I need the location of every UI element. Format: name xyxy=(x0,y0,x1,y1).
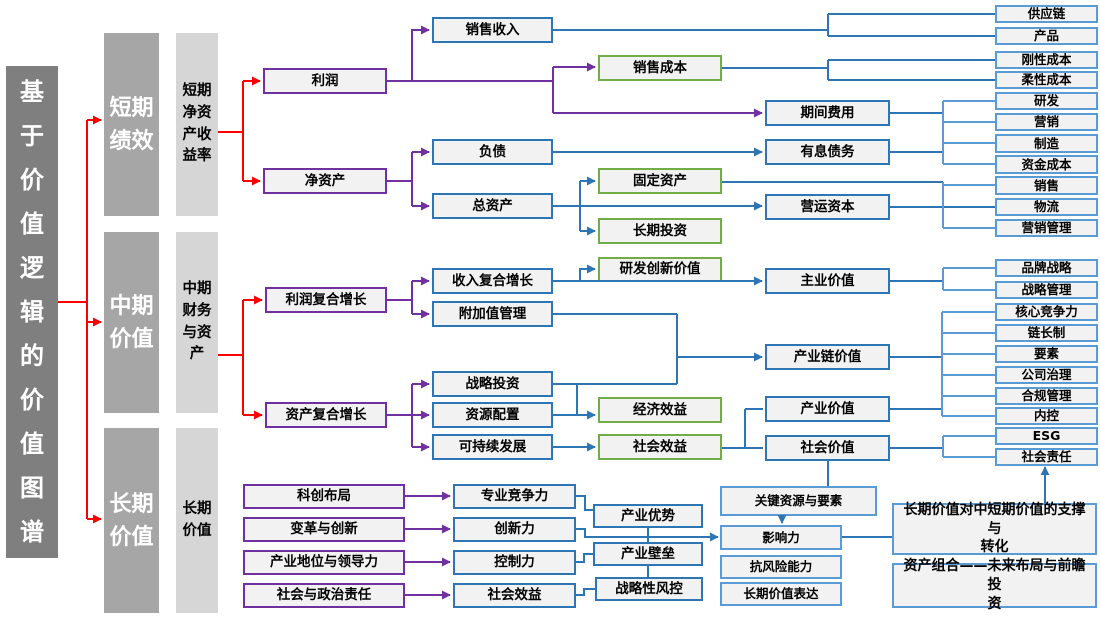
node-branch-long-term: 长期 价值 xyxy=(104,428,159,613)
node-asset-compound-growth: 资产复合增长 xyxy=(265,402,387,428)
node-period-expenses: 期间费用 xyxy=(765,100,890,126)
node-fixed-assets: 固定资产 xyxy=(598,168,722,194)
node-risk-resistance: 抗风险能力 xyxy=(720,555,842,579)
node-cost-of-sales: 销售成本 xyxy=(598,55,722,81)
connector-blue xyxy=(576,588,595,596)
node-net-assets: 净资产 xyxy=(263,168,387,194)
node-flexible-cost: 柔性成本 xyxy=(995,71,1098,89)
node-social-benefit: 社会效益 xyxy=(598,434,722,460)
connector-blue xyxy=(579,264,596,281)
node-chain-chief-system: 链长制 xyxy=(995,324,1098,342)
node-rnd-innovation-value: 研发创新价值 xyxy=(598,257,722,282)
node-long-term-investment: 长期投资 xyxy=(598,218,722,244)
node-sub-short-term: 短期 净资 产收 益率 xyxy=(176,33,218,216)
node-interest-bearing-debt: 有息债务 xyxy=(765,139,890,165)
node-working-capital: 营运资本 xyxy=(765,194,890,220)
node-innovation-capability: 创新力 xyxy=(453,517,576,542)
node-total-assets: 总资产 xyxy=(432,193,553,219)
node-compliance-mgmt: 合规管理 xyxy=(995,387,1098,405)
node-internal-control: 内控 xyxy=(995,407,1098,425)
node-branch-mid-term: 中期 价值 xyxy=(104,232,159,413)
node-strategic-investment: 战略投资 xyxy=(432,371,553,397)
node-industry-barrier: 产业壁垒 xyxy=(593,542,703,566)
node-brand-strategy: 品牌战略 xyxy=(995,259,1098,277)
node-industry-position-leadership: 产业地位与领导力 xyxy=(243,550,405,575)
node-professional-competitiveness: 专业竞争力 xyxy=(453,484,576,509)
node-profit: 利润 xyxy=(263,68,387,94)
node-social-value: 社会价值 xyxy=(765,435,890,461)
node-revenue-compound-growth: 收入复合增长 xyxy=(432,268,553,294)
node-economic-benefit: 经济效益 xyxy=(598,397,722,423)
connector-blue xyxy=(576,495,593,511)
node-core-competitiveness: 核心竞争力 xyxy=(995,303,1098,321)
node-main-business-value: 主业价值 xyxy=(765,268,890,294)
node-factors: 要素 xyxy=(995,345,1098,363)
node-industry-chain-value: 产业链价值 xyxy=(765,344,890,370)
node-sales-revenue: 销售收入 xyxy=(432,17,553,43)
node-product: 产品 xyxy=(995,27,1098,45)
node-social-political-responsibility: 社会与政治责任 xyxy=(243,583,405,608)
node-transformation-innovation: 变革与创新 xyxy=(243,517,405,542)
connector-blue xyxy=(576,553,593,563)
node-support-and-transformation: 长期价值对中短期价值的支撑与 转化 xyxy=(892,502,1097,555)
node-strategy-mgmt: 战略管理 xyxy=(995,281,1098,299)
node-manufacturing: 制造 xyxy=(995,134,1098,153)
node-esg: ESG xyxy=(995,427,1098,445)
connector-purple xyxy=(411,25,430,81)
node-control-capability: 控制力 xyxy=(453,550,576,575)
node-influence: 影响力 xyxy=(720,525,842,550)
node-resource-allocation: 资源配置 xyxy=(432,402,553,428)
node-liabilities: 负债 xyxy=(432,139,553,165)
node-capital-cost: 资金成本 xyxy=(995,155,1098,174)
node-long-term-value-expression: 长期价值表达 xyxy=(720,582,842,606)
node-strategic-risk-control: 战略性风控 xyxy=(595,577,703,601)
node-sustainable-development: 可持续发展 xyxy=(432,434,553,460)
node-branch-short-term: 短期 绩效 xyxy=(104,33,159,216)
node-value-added-mgmt: 附加值管理 xyxy=(432,301,553,327)
node-sub-mid-term: 中期 财务 与资 产 xyxy=(176,232,218,413)
node-marketing: 营销 xyxy=(995,113,1098,131)
node-map-title: 基 于 价 值 逻 辑 的 价 值 图 谱 xyxy=(6,66,58,558)
node-social-responsibility: 社会责任 xyxy=(995,448,1098,466)
node-corporate-governance: 公司治理 xyxy=(995,366,1098,384)
node-key-resources-factors: 关键资源与要素 xyxy=(720,486,877,516)
node-social-benefit-long: 社会效益 xyxy=(453,583,576,608)
node-marketing-mgmt: 营销管理 xyxy=(995,219,1098,237)
node-asset-portfolio: 资产组合——未来布局与前瞻投 资 xyxy=(892,558,1097,612)
node-logistics: 物流 xyxy=(995,198,1098,216)
node-rigid-cost: 刚性成本 xyxy=(995,51,1098,69)
node-supply-chain: 供应链 xyxy=(995,5,1098,23)
node-sales: 销售 xyxy=(995,176,1098,195)
node-rnd: 研发 xyxy=(995,92,1098,110)
node-industry-value: 产业价值 xyxy=(765,396,890,422)
node-tech-innovation-layout: 科创布局 xyxy=(243,484,405,509)
node-sub-long-term: 长期 价值 xyxy=(176,428,218,613)
node-profit-compound-growth: 利润复合增长 xyxy=(265,287,387,313)
connector-blue xyxy=(576,528,719,542)
node-industry-advantage: 产业优势 xyxy=(593,504,703,528)
